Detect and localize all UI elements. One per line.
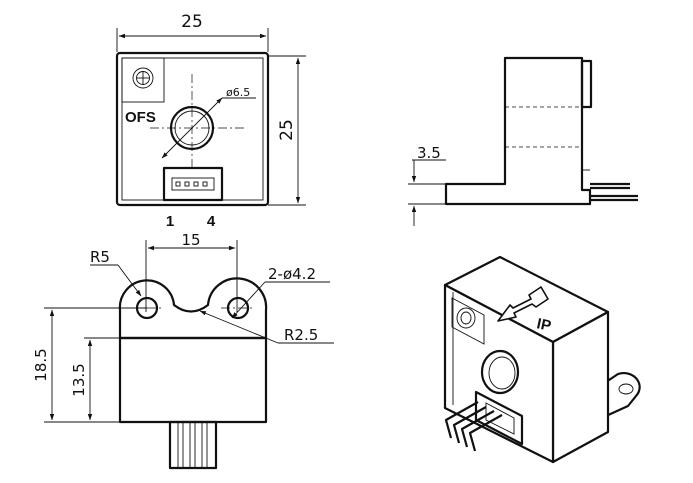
current-direction-icon (497, 286, 549, 322)
iso-view: IP (443, 255, 641, 464)
iso-primary-hole (480, 349, 520, 395)
front-view: 25 25 OFS ø6.5 1 4 (115, 12, 306, 230)
current-label: IP (535, 315, 552, 335)
pin-4-label: 4 (207, 213, 216, 230)
hole-diameter-dimension: ø6.5 (226, 86, 250, 99)
base-height-dimension: 3.5 (417, 144, 441, 162)
iso-trimmer-icon (456, 307, 476, 329)
body-height-dimension: 13.5 (70, 363, 88, 396)
pin-connector (162, 166, 224, 202)
mount-holes-dimension: 2-ø4.2 (268, 265, 316, 283)
inner-radius-dimension: R2.5 (284, 326, 318, 344)
bottom-view: 15 R5 2-ø4.2 R2.5 18.5 (32, 231, 334, 470)
total-height-dimension: 18.5 (32, 348, 50, 381)
front-width-dimension: 25 (181, 12, 203, 32)
hole-spacing-dimension: 15 (181, 231, 200, 249)
outer-radius-dimension: R5 (90, 248, 110, 266)
side-view: 3.5 (408, 56, 638, 226)
trimmer-icon (132, 67, 154, 89)
pin-1-label: 1 (166, 213, 174, 230)
front-height-dimension: 25 (277, 119, 297, 141)
offset-label: OFS (125, 109, 156, 126)
